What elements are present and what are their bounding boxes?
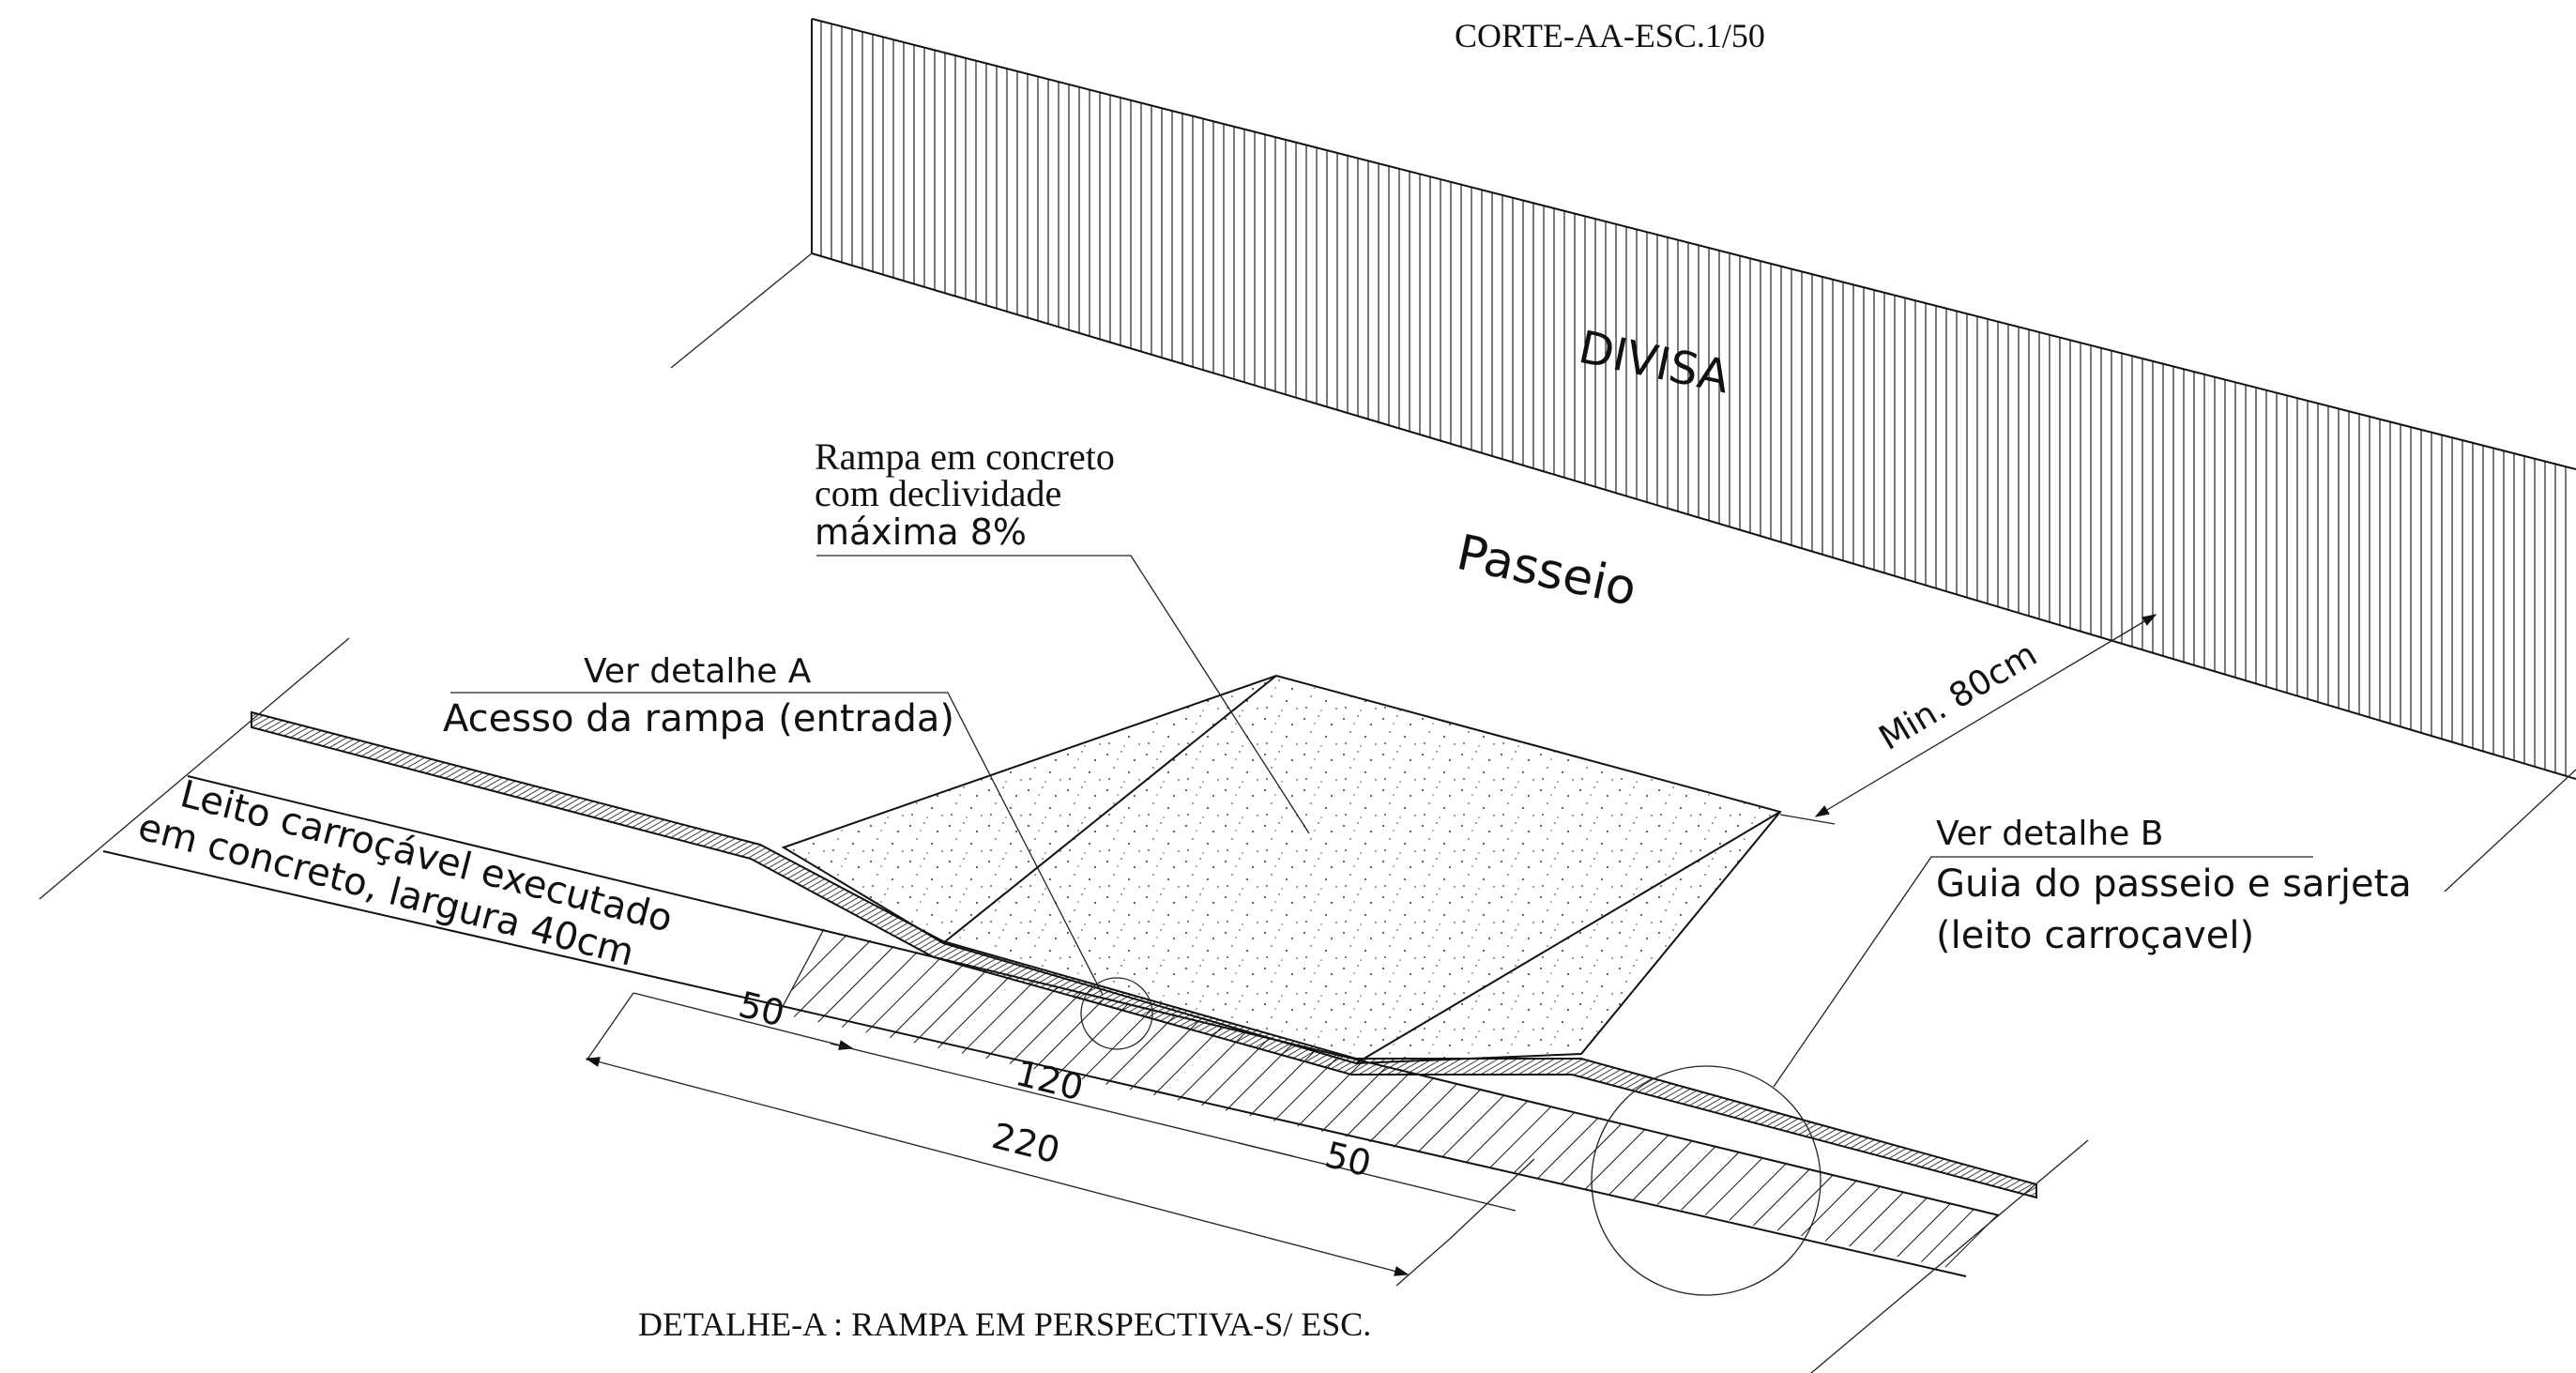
detail-b-reference: Ver detalhe B xyxy=(1936,815,2164,853)
min-width-extension xyxy=(1779,814,1836,825)
section-title: CORTE-AA-ESC.1/50 xyxy=(1455,17,1765,54)
wall-bottom-edge xyxy=(811,252,2576,780)
ramp-note-line-1: Rampa em concreto xyxy=(815,435,1115,478)
dim-50-left-line xyxy=(633,992,854,1050)
dim-tick-left xyxy=(586,992,634,1061)
dimensions xyxy=(585,992,1535,1287)
curb-right-extension xyxy=(1810,1139,2089,1373)
dim-tick-mid xyxy=(1449,1158,1535,1240)
ramp-right-fold xyxy=(1355,811,1781,1064)
dim-50-left-label: 50 xyxy=(735,984,789,1034)
min-width-dimension-line xyxy=(1814,614,2157,817)
sidewalk-label: Passeio xyxy=(1452,525,1641,618)
wall-vertical-lines xyxy=(820,21,2567,776)
ramp-note-line-2: com declividade xyxy=(815,472,1061,514)
ramp-note: Rampa em concreto com declividade máxima… xyxy=(815,435,1115,553)
wall-face xyxy=(812,19,2576,779)
boundary-wall xyxy=(670,18,2576,892)
dim-220-label: 220 xyxy=(988,1115,1064,1171)
detail-a-reference: Ver detalhe A xyxy=(584,652,812,691)
detail-a-description: Acesso da rampa (entrada) xyxy=(443,697,954,740)
detail-b-leader xyxy=(1773,856,2313,1088)
road-hatch-boundary-left xyxy=(778,928,825,1014)
detail-a-circle xyxy=(1080,977,1153,1050)
dim-220-line xyxy=(585,1057,1410,1276)
wall-base-left-line xyxy=(670,252,813,369)
ramp-note-leader xyxy=(816,555,1310,834)
curb-left-extension xyxy=(38,637,350,900)
ramp-note-line-3: máxima 8% xyxy=(815,511,1027,553)
detail-a-leader xyxy=(450,692,1104,996)
wall-base-right-line xyxy=(2444,769,2576,892)
detail-b-description-line-1: Guia do passeio e sarjeta xyxy=(1936,862,2412,906)
detail-title: DETALHE-A : RAMPA EM PERSPECTIVA-S/ ESC. xyxy=(638,1305,1371,1343)
wall-top-edge xyxy=(811,18,2576,470)
curb-band xyxy=(251,710,2037,1199)
ramp-left-fold xyxy=(942,675,1277,944)
curb xyxy=(38,637,2089,1373)
detail-b-description-line-2: (leito carroçavel) xyxy=(1936,914,2254,957)
detail-b-circle xyxy=(1591,1065,1821,1296)
dim-tick-right xyxy=(1395,1238,1451,1287)
